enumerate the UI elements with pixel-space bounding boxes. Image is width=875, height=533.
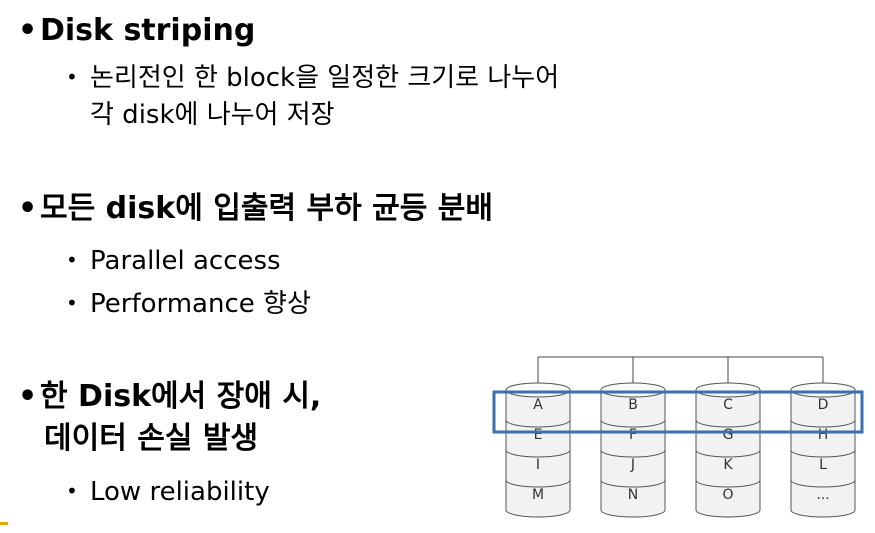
block-label: D [818,397,829,413]
block-label: B [628,397,638,413]
disk-separator [505,449,571,458]
stripe-highlight-box [492,390,864,434]
bullet-dot: • [18,191,38,226]
disk-separator [695,419,761,428]
block-label: G [723,427,734,443]
disk-separator [505,419,571,428]
bullet-disk-striping: •Disk striping [18,12,255,50]
bullet-dot: • [66,291,78,315]
sub-bullet-continuation: 각 disk에 나누어 저장 [90,100,335,130]
disk-separator [600,419,666,428]
bullet-title: Disk striping [40,13,256,48]
disk-top [790,382,856,398]
block-label: L [819,457,827,473]
block-label: H [818,427,829,443]
bullet-data-loss: •한 Disk에서 장애 시, [18,378,321,416]
bullet-dot: • [18,379,38,414]
slide-corner-mark [0,522,8,525]
disk-separator [695,449,761,458]
block-label: I [536,457,540,473]
block-label: ... [816,487,829,503]
bullet-dot: • [66,65,78,89]
block-label: E [534,427,543,443]
bullet-load-balance: •모든 disk에 입출력 부하 균등 분배 [18,190,493,228]
disk-separator [695,479,761,488]
disk-separator [600,449,666,458]
disk-top [600,382,666,398]
disk-separator [600,479,666,488]
sub-bullet-text: Low reliability [90,477,270,507]
sub-bullet-block-split: • 논리전인 한 block을 일정한 크기로 나누어 [66,60,559,95]
bullet-title: 한 Disk에서 장애 시, [40,379,322,414]
block-label: K [723,457,733,473]
sub-bullet-parallel-access: • Parallel access [66,243,281,278]
disk-separator [790,449,856,458]
disk-top [695,382,761,398]
sub-bullet-text: 논리전인 한 block을 일정한 크기로 나누어 [90,63,560,93]
disk-body [695,389,761,518]
sub-bullet-text: Parallel access [90,246,281,276]
sub-bullet-low-reliability: • Low reliability [66,474,270,509]
bullet-title-continuation: 데이터 손실 발생 [44,421,259,456]
sub-bullet-performance: • Performance 향상 [66,286,311,321]
block-label: M [532,487,544,503]
bullet-title: 모든 disk에 입출력 부하 균등 분배 [40,191,493,226]
bullet-dot: • [66,248,78,272]
block-label: O [722,487,733,503]
block-label: N [628,487,638,503]
sub-bullet-text: Performance 향상 [90,289,311,319]
disk-body [790,389,856,518]
block-label: A [533,397,543,413]
disk-separator [790,419,856,428]
disk-separator [505,479,571,488]
bullet-dot: • [66,479,78,503]
bullet-dot: • [18,13,38,48]
block-label: J [630,457,635,473]
disk-body [505,389,571,518]
disk-body [600,389,666,518]
disk-top [505,382,571,398]
disk-separator [790,479,856,488]
block-label: F [629,427,637,443]
block-label: C [723,397,733,413]
